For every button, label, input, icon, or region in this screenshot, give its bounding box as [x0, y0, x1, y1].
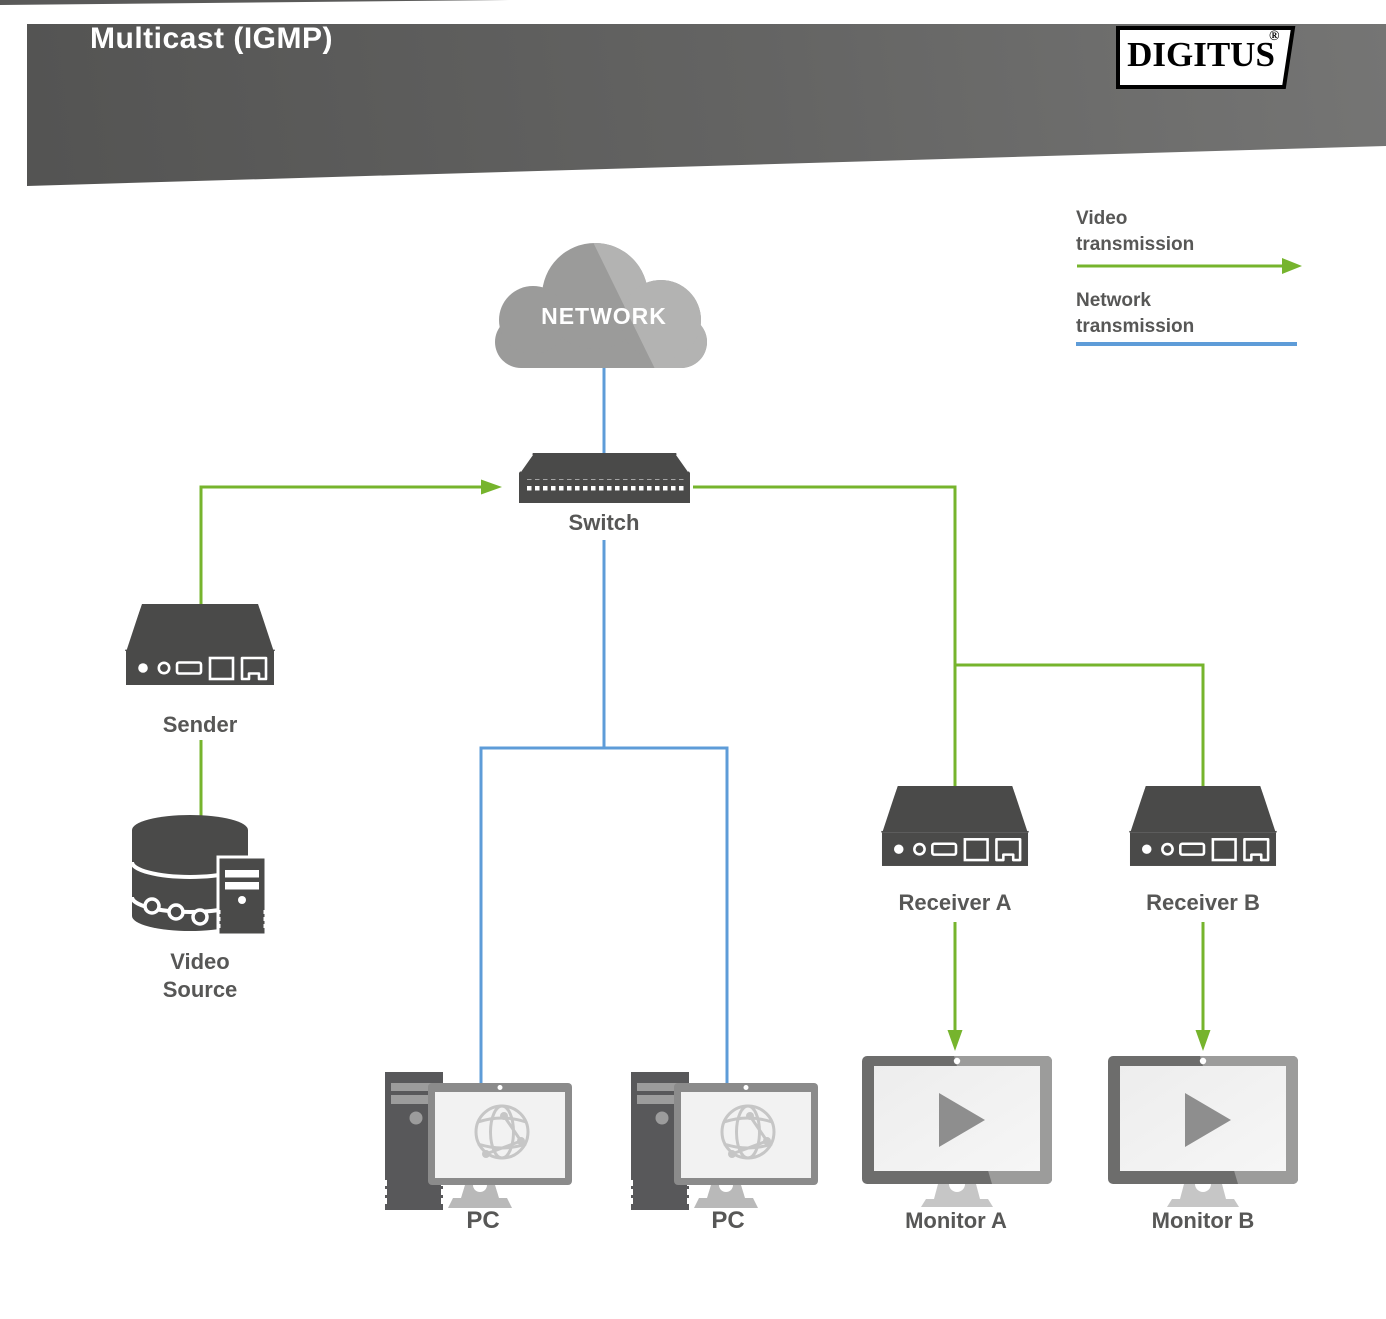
pc-left-label: PC — [466, 1207, 500, 1234]
monitor-b-label: Monitor B — [1151, 1208, 1255, 1233]
video-source-label: Video Source — [162, 949, 238, 1002]
sender-icon — [125, 604, 275, 685]
receiver-a-icon — [881, 786, 1029, 866]
pc-left-icon — [383, 1072, 572, 1210]
pc-right-icon — [629, 1072, 818, 1210]
play-icon — [939, 1093, 985, 1147]
digitus-logo-text: DIGITUS — [1127, 35, 1275, 74]
video-arrowhead-into-monitor-a — [947, 1030, 963, 1051]
play-icon — [1185, 1093, 1231, 1147]
digitus-logo-shape — [1116, 26, 1296, 89]
video-arrowhead-into-monitor-b — [1195, 1030, 1211, 1051]
sender-label: Sender — [162, 712, 238, 737]
header-banner-sliver — [0, 0, 513, 5]
switch-icon — [519, 453, 690, 503]
video-line-branch-to-receiver-b — [955, 663, 1205, 787]
switch-label: Switch — [568, 510, 640, 535]
monitor-a-label: Monitor A — [905, 1208, 1007, 1233]
receiver-b-label: Receiver B — [1146, 890, 1260, 915]
video-arrow-icon — [1077, 258, 1302, 274]
network-line-to-pcs — [479, 746, 729, 1084]
video-line-sender-to-switch — [199, 485, 481, 608]
digitus-logo: DIGITUS ® — [1116, 26, 1296, 90]
receiver-a-label: Receiver A — [898, 890, 1012, 915]
registered-trademark-icon: ® — [1269, 29, 1280, 44]
globe-icon — [720, 1104, 776, 1160]
video-line-switch-to-receiver-a — [693, 485, 957, 787]
pc-right-label: PC — [711, 1207, 745, 1234]
cloud-label: NETWORK — [541, 303, 667, 329]
legend-network-label: Network transmission — [1076, 290, 1195, 337]
receiver-b-icon — [1129, 786, 1277, 866]
network-line-icon — [1076, 342, 1297, 346]
legend-video-label: Video transmission — [1076, 208, 1195, 255]
monitor-b-icon — [1108, 1056, 1298, 1207]
network-cloud-icon: NETWORK — [495, 243, 707, 368]
video-source-icon — [130, 815, 268, 937]
monitor-a-icon — [862, 1056, 1052, 1207]
page-title: Multicast (IGMP) — [90, 22, 334, 55]
video-arrowhead-into-switch — [481, 479, 502, 495]
